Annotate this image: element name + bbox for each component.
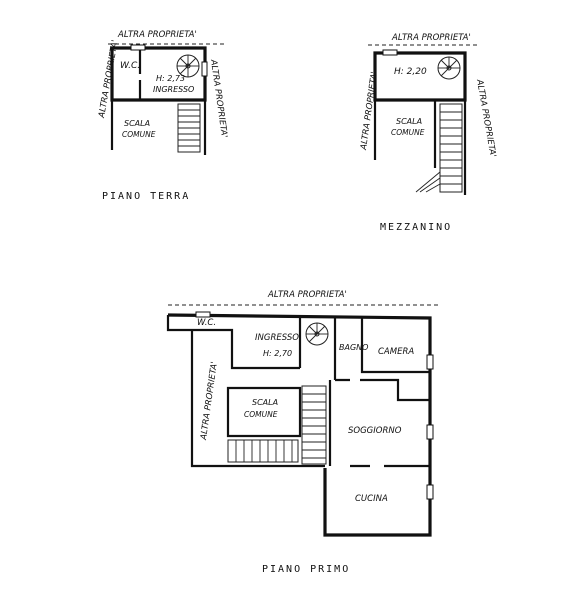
- kitchen-window: [426, 484, 434, 500]
- first-unit-outline: [167, 313, 432, 537]
- bedroom-label: CAMERA: [378, 347, 414, 357]
- mezzanine-stair-label-2: COMUNE: [391, 128, 425, 137]
- mezzanine-spiral-stair: [437, 56, 461, 80]
- kitchen-label: CUCINA: [355, 494, 388, 504]
- ground-left-neighbor-label: ALTRA PROPRIETA': [97, 39, 121, 119]
- first-floor-title: PIANO PRIMO: [262, 564, 350, 575]
- mezzanine-height-label: H: 2,20: [394, 67, 427, 77]
- first-spiral-stair: [305, 322, 329, 346]
- bedroom-lower-wall: [335, 378, 430, 402]
- mezzanine-window: [382, 49, 398, 56]
- first-left-outer-wall: [190, 330, 325, 468]
- first-stair-label-2: COMUNE: [244, 410, 278, 419]
- ground-stair-label-2: COMUNE: [122, 130, 156, 139]
- mezzanine-right-neighbor-label: ALTRA PROPRIETA': [474, 78, 498, 158]
- ground-top-neighbor-label: ALTRA PROPRIETA': [117, 30, 197, 40]
- ground-right-neighbor-label: ALTRA PROPRIETA': [208, 58, 229, 138]
- ground-common-stair: [177, 103, 201, 153]
- mezzanine-common-stair: [415, 103, 463, 193]
- living-window: [426, 424, 434, 440]
- ground-wc-label: W.C.: [120, 61, 140, 71]
- living-room-label: SOGGIORNO: [348, 426, 402, 436]
- ground-spiral-stair: [176, 54, 200, 78]
- first-left-neighbor-label: ALTRA PROPRIETA': [199, 361, 220, 441]
- wc-window: [195, 311, 211, 318]
- ground-window-right: [201, 61, 208, 77]
- first-stair-room: [226, 386, 302, 438]
- bath-label: BAGNO: [339, 343, 368, 352]
- mezzanine-stair-label-1: SCALA: [396, 117, 422, 126]
- bedroom-window: [426, 354, 434, 370]
- first-top-neighbor-label: ALTRA PROPRIETA': [267, 290, 347, 300]
- first-entrance-label: INGRESSO: [255, 333, 299, 343]
- mezzanine-left-neighbor-label: ALTRA PROPRIETA': [359, 71, 380, 151]
- first-common-stair: [227, 385, 327, 465]
- bath-right-wall: [360, 318, 430, 374]
- first-wc-label: W.C.: [197, 318, 216, 328]
- ground-stair-label-1: SCALA: [124, 119, 150, 128]
- first-height-label: H: 2,70: [263, 349, 292, 358]
- mezzanine-title: MEZZANINO: [380, 222, 452, 233]
- first-wc-corridor-wall: [166, 315, 300, 370]
- first-stair-label-1: SCALA: [252, 398, 278, 407]
- mezzanine-plan: ALTRA PROPRIETA' ALTRA PROPRIETA' ALTRA …: [359, 33, 498, 233]
- ground-height-label: H: 2,73: [156, 74, 185, 83]
- ground-window: [130, 44, 146, 51]
- ground-floor-plan: ALTRA PROPRIETA' ALTRA PROPRIETA' ALTRA …: [97, 30, 229, 202]
- mezzanine-top-neighbor-label: ALTRA PROPRIETA': [391, 33, 471, 43]
- first-floor-plan: ALTRA PROPRIETA' ALTRA PROPRIETA': [166, 290, 438, 575]
- ground-entrance-label: INGRESSO: [153, 85, 194, 94]
- ground-floor-title: PIANO TERRA: [102, 191, 190, 202]
